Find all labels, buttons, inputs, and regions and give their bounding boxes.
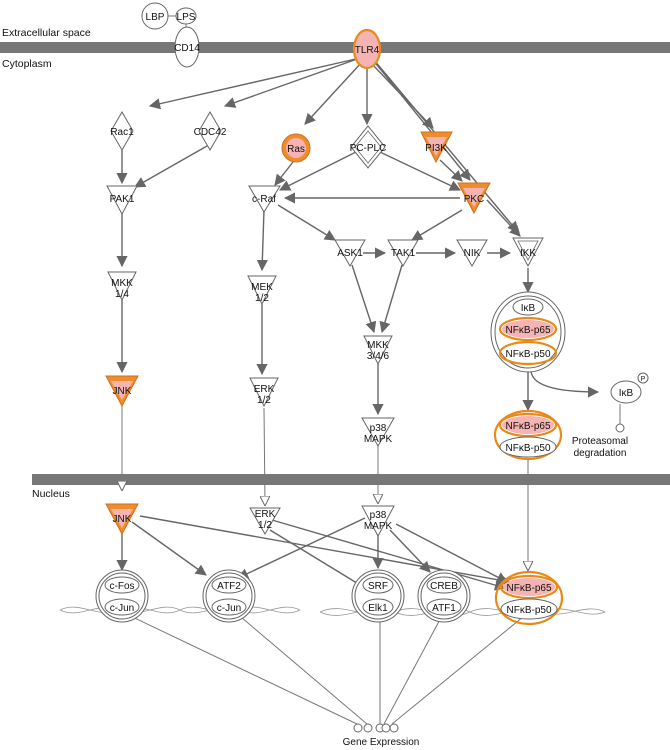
svg-text:PAK1: PAK1 — [110, 194, 135, 205]
node-ikk[interactable]: IKK — [512, 237, 544, 268]
svg-text:ERK: ERK — [255, 509, 276, 520]
compartment-nucleus: Nucleus — [32, 488, 70, 500]
node-cfos-cjun[interactable]: c-Fos c-Jun — [95, 569, 149, 623]
svg-text:1/2: 1/2 — [258, 520, 272, 531]
svg-text:JNK: JNK — [113, 514, 132, 525]
proteasomal-degradation-label-2: degradation — [574, 448, 627, 459]
node-erk12[interactable]: ERK 1/2 — [249, 377, 279, 408]
node-srf-elk1[interactable]: SRF Elk1 — [351, 569, 405, 623]
node-lbp[interactable]: LBP — [141, 2, 169, 30]
node-pak1[interactable]: PAK1 — [106, 185, 138, 216]
svg-text:SRF: SRF — [368, 581, 388, 592]
svg-text:1/4: 1/4 — [115, 289, 129, 300]
svg-text:c-Fos: c-Fos — [110, 581, 135, 592]
gene-expression-targets — [353, 723, 399, 733]
node-pcplc[interactable]: PC-PLC — [350, 125, 387, 169]
node-mkk346[interactable]: MKK 3/4/6 — [363, 335, 393, 366]
node-nfkb-ikb-complex[interactable]: IκB NFκB-p65 NFκB-p50 — [490, 291, 566, 373]
svg-text:CDC42: CDC42 — [194, 127, 227, 138]
svg-text:PKC: PKC — [464, 194, 485, 205]
node-p38[interactable]: p38 MAPK — [361, 417, 395, 448]
svg-text:MAPK: MAPK — [364, 521, 393, 532]
svg-text:LBP: LBP — [146, 12, 165, 23]
svg-text:PI3K: PI3K — [425, 143, 447, 154]
svg-text:Rac1: Rac1 — [110, 127, 134, 138]
svg-text:TLR4: TLR4 — [355, 45, 380, 56]
node-nfkb-nuclear[interactable]: NFκB-p65 NFκB-p50 — [494, 570, 564, 626]
node-jnk-nuclear[interactable]: JNK — [105, 503, 139, 536]
svg-text:IκB: IκB — [619, 388, 634, 399]
svg-text:NIK: NIK — [464, 248, 481, 259]
svg-text:c-Jun: c-Jun — [110, 603, 134, 614]
node-erk12-nuclear[interactable]: ERK 1/2 — [249, 507, 281, 536]
gene-expression-label: Gene Expression — [343, 737, 420, 748]
svg-text:IKK: IKK — [520, 248, 536, 259]
node-tak1[interactable]: TAK1 — [387, 239, 419, 268]
svg-text:MAPK: MAPK — [364, 434, 393, 445]
svg-text:PC-PLC: PC-PLC — [350, 143, 387, 154]
node-p38-nuclear[interactable]: p38 MAPK — [361, 505, 395, 538]
node-ras[interactable]: Ras — [281, 133, 311, 163]
svg-text:CREB: CREB — [430, 581, 458, 592]
nuclear-membrane — [32, 474, 670, 485]
node-lps[interactable]: LPS — [175, 7, 197, 25]
svg-text:c-Raf: c-Raf — [252, 194, 276, 205]
node-cd14[interactable]: CD14 — [174, 26, 200, 68]
svg-text:ERK: ERK — [254, 384, 275, 395]
node-mkk14[interactable]: MKK 1/4 — [107, 271, 137, 302]
node-pi3k[interactable]: PI3K — [420, 131, 453, 164]
svg-text:IκB: IκB — [521, 303, 536, 314]
svg-text:LPS: LPS — [177, 12, 196, 23]
svg-text:MKK: MKK — [111, 278, 133, 289]
svg-text:ASK1: ASK1 — [337, 248, 363, 259]
compartment-cytoplasm: Cytoplasm — [2, 58, 52, 70]
svg-text:1/2: 1/2 — [257, 395, 271, 406]
svg-text:NFκB-p65: NFκB-p65 — [506, 583, 551, 594]
plasma-membrane — [0, 42, 670, 53]
node-ikb-phospho[interactable]: IκB P — [610, 372, 649, 404]
svg-text:3/4/6: 3/4/6 — [367, 351, 390, 362]
svg-text:NFκB-p50: NFκB-p50 — [506, 605, 551, 616]
svg-text:ATF2: ATF2 — [217, 581, 241, 592]
svg-text:JNK: JNK — [113, 386, 132, 397]
svg-text:NFκB-p50: NFκB-p50 — [505, 443, 550, 454]
node-jnk[interactable]: JNK — [105, 375, 139, 408]
node-tlr4[interactable]: TLR4 — [352, 28, 382, 70]
svg-text:Elk1: Elk1 — [368, 603, 388, 614]
svg-text:CD14: CD14 — [174, 43, 200, 54]
proteasomal-degradation-label: Proteasomal — [572, 436, 628, 447]
node-craf[interactable]: c-Raf — [248, 185, 281, 213]
svg-text:MEK: MEK — [251, 282, 273, 293]
node-atf2-cjun[interactable]: ATF2 c-Jun — [202, 569, 256, 623]
svg-text:MKK: MKK — [367, 340, 389, 351]
node-ask1[interactable]: ASK1 — [334, 239, 366, 268]
node-mek12[interactable]: MEK 1/2 — [247, 275, 277, 306]
node-nik[interactable]: NIK — [456, 239, 488, 268]
node-nfkb-free[interactable]: NFκB-p65 NFκB-p50 — [493, 409, 563, 461]
svg-text:1/2: 1/2 — [255, 293, 269, 304]
node-rac1[interactable]: Rac1 — [110, 111, 134, 151]
svg-text:ATF1: ATF1 — [432, 603, 456, 614]
svg-text:TAK1: TAK1 — [391, 248, 416, 259]
svg-text:NFκB-p50: NFκB-p50 — [505, 349, 550, 360]
node-pkc[interactable]: PKC — [457, 182, 491, 215]
svg-text:P: P — [641, 376, 646, 383]
svg-text:Ras: Ras — [287, 144, 305, 155]
svg-text:c-Jun: c-Jun — [217, 603, 241, 614]
compartment-extracellular: Extracellular space — [2, 27, 91, 39]
svg-text:p38: p38 — [370, 510, 387, 521]
svg-text:p38: p38 — [370, 423, 387, 434]
svg-text:NFκB-p65: NFκB-p65 — [505, 421, 550, 432]
node-creb-atf1[interactable]: CREB ATF1 — [417, 569, 471, 623]
svg-text:NFκB-p65: NFκB-p65 — [505, 325, 550, 336]
node-cdc42[interactable]: CDC42 — [194, 111, 227, 151]
